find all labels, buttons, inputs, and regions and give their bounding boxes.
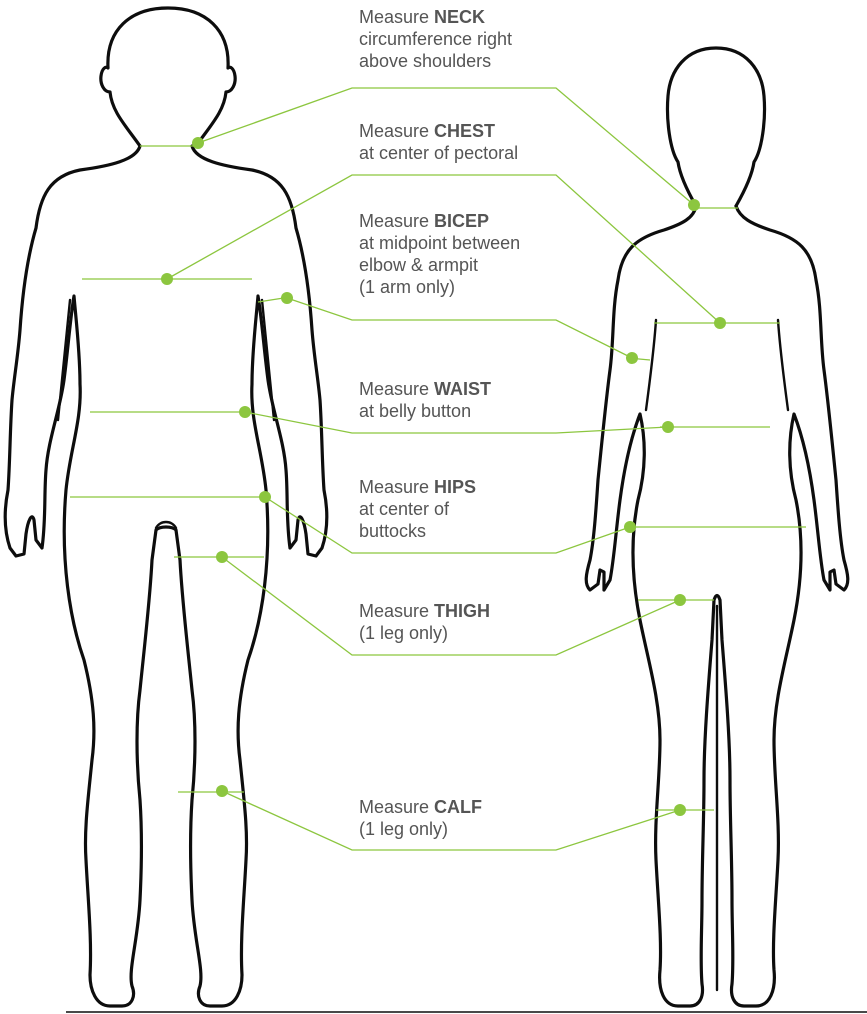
bicep-label-line: (1 arm only) <box>359 276 520 298</box>
female-calf-dot <box>674 804 686 816</box>
neck-label-prefix: Measure <box>359 7 429 27</box>
waist-label-prefix: Measure <box>359 379 429 399</box>
bicep-label-prefix: Measure <box>359 211 429 231</box>
calf-label-keyword: CALF <box>434 797 482 817</box>
male-thigh-dot <box>216 551 228 563</box>
hips-label-line: buttocks <box>359 520 476 542</box>
waist-label-line: at belly button <box>359 400 491 422</box>
female-head <box>667 48 764 206</box>
female-arm-inner-left <box>646 320 656 410</box>
male-head <box>101 8 235 146</box>
hips-label: Measure HIPS at center of buttocks <box>359 476 476 542</box>
neck-label-keyword: NECK <box>434 7 485 27</box>
thigh-label-line: (1 leg only) <box>359 622 490 644</box>
hips-label-prefix: Measure <box>359 477 429 497</box>
calf-label: Measure CALF (1 leg only) <box>359 796 482 840</box>
chest-label: Measure CHEST at center of pectoral <box>359 120 518 164</box>
neck-label: Measure NECK circumference right above s… <box>359 6 512 72</box>
male-hips-dot <box>259 491 271 503</box>
female-thigh-dot <box>674 594 686 606</box>
calf-label-prefix: Measure <box>359 797 429 817</box>
female-neck-dot <box>688 199 700 211</box>
neck-label-line: above shoulders <box>359 50 512 72</box>
waist-label: Measure WAIST at belly button <box>359 378 491 422</box>
male-waist-dot <box>239 406 251 418</box>
hips-label-line: at center of <box>359 498 476 520</box>
hips-label-keyword: HIPS <box>434 477 476 497</box>
bicep-measure <box>258 292 650 364</box>
male-arm-inner-right <box>262 300 274 420</box>
bicep-label: Measure BICEP at midpoint between elbow … <box>359 210 520 298</box>
male-calf-dot <box>216 785 228 797</box>
male-neck-dot <box>192 137 204 149</box>
bicep-label-line: elbow & armpit <box>359 254 520 276</box>
female-arm-inner-right <box>778 320 788 410</box>
neck-label-line: circumference right <box>359 28 512 50</box>
bicep-leader <box>287 298 632 358</box>
male-bicep-dot <box>281 292 293 304</box>
bicep-label-line: at midpoint between <box>359 232 520 254</box>
female-bicep-dot <box>626 352 638 364</box>
female-waist-dot <box>662 421 674 433</box>
thigh-label-prefix: Measure <box>359 601 429 621</box>
chest-label-keyword: CHEST <box>434 121 495 141</box>
thigh-label: Measure THIGH (1 leg only) <box>359 600 490 644</box>
male-figure <box>5 8 327 1006</box>
female-chest-dot <box>714 317 726 329</box>
chest-label-prefix: Measure <box>359 121 429 141</box>
male-arm-inner-left <box>58 300 70 420</box>
waist-label-keyword: WAIST <box>434 379 491 399</box>
calf-label-line: (1 leg only) <box>359 818 482 840</box>
chest-label-line: at center of pectoral <box>359 142 518 164</box>
female-hips-dot <box>624 521 636 533</box>
bicep-label-keyword: BICEP <box>434 211 489 231</box>
male-chest-dot <box>161 273 173 285</box>
thigh-label-keyword: THIGH <box>434 601 490 621</box>
